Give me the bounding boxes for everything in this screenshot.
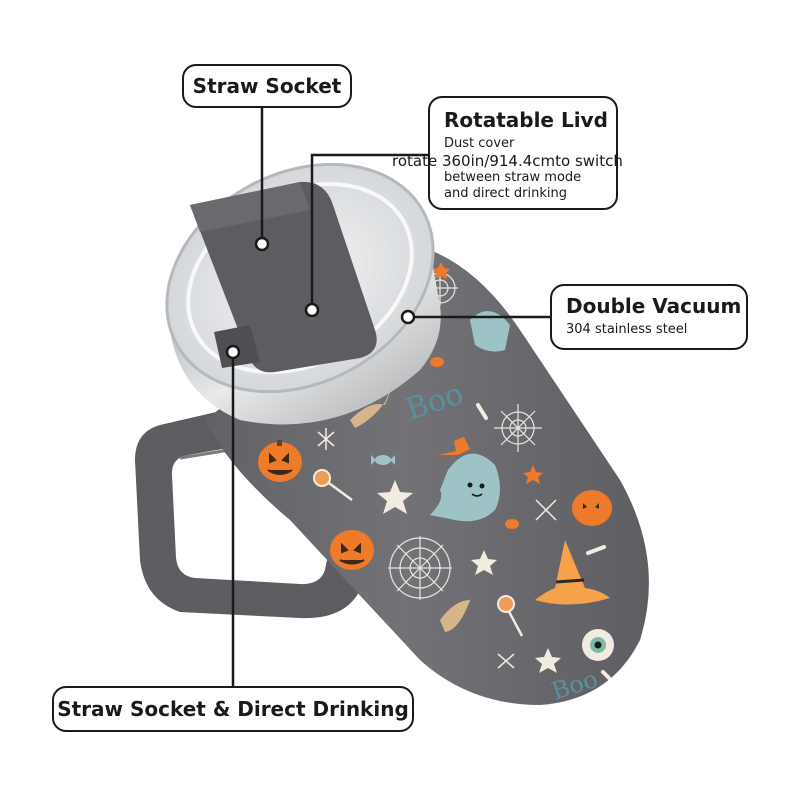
callout-dots (225, 236, 416, 360)
pumpkin-icon (258, 440, 302, 482)
callout-line: rotate 360in/914.4cmto switch (392, 152, 623, 170)
callout-double-vacuum: Double Vacuum 304 stainless steel (550, 284, 748, 350)
callout-lines (231, 108, 550, 688)
pumpkin-icon (330, 530, 374, 570)
steel-rim (170, 250, 441, 425)
callout-rotatable-lid: Rotatable Livd Dust cover rotate 360in/9… (392, 96, 623, 210)
eyeball-icon (582, 629, 614, 661)
lollipop-icon (313, 469, 524, 637)
callout-title: Straw Socket (192, 74, 342, 98)
callout-title: Double Vacuum (566, 294, 742, 318)
callout-line: between straw mode (444, 170, 582, 185)
bat-icon (350, 380, 395, 428)
star-icon (377, 480, 561, 673)
callout-title: Rotatable Livd (444, 108, 608, 132)
callout-straw-socket: Straw Socket (182, 64, 352, 108)
star-icon (432, 262, 543, 484)
witch-hat-icon (535, 540, 610, 605)
sparkle-icon (317, 428, 557, 669)
pumpkin-icon (572, 490, 612, 526)
straw-slider (190, 181, 377, 373)
ghost-icon (470, 311, 510, 352)
callout-line: and direct drinking (444, 186, 567, 201)
callout-line: Dust cover (444, 136, 515, 151)
candy-icon (371, 357, 519, 529)
callout-title: Straw Socket & Direct Drinking (57, 697, 409, 721)
bat-icon (440, 595, 472, 632)
callout-straw-socket-direct-drinking: Straw Socket & Direct Drinking (52, 686, 414, 732)
callout-subtitle: 304 stainless steel (566, 322, 688, 337)
ghost-icon (430, 437, 500, 522)
